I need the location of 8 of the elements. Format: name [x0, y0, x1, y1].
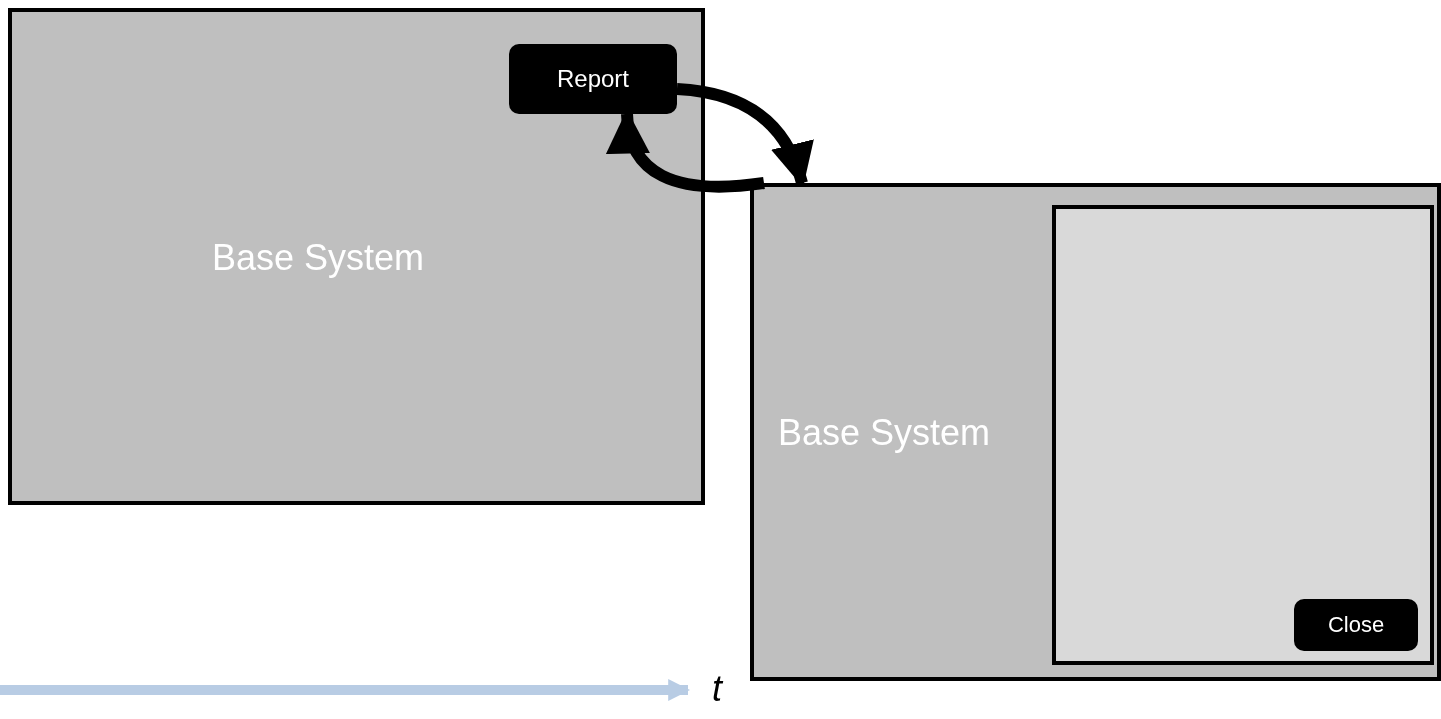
dialog-panel [1052, 205, 1434, 665]
button: Report [509, 44, 677, 114]
screen-title: Base System [778, 412, 991, 454]
screen-title: Base System [212, 237, 425, 279]
button: Close [1294, 599, 1418, 651]
axis-label: t [712, 668, 722, 710]
screen-panel [8, 8, 705, 505]
screen-panel [750, 183, 1441, 681]
